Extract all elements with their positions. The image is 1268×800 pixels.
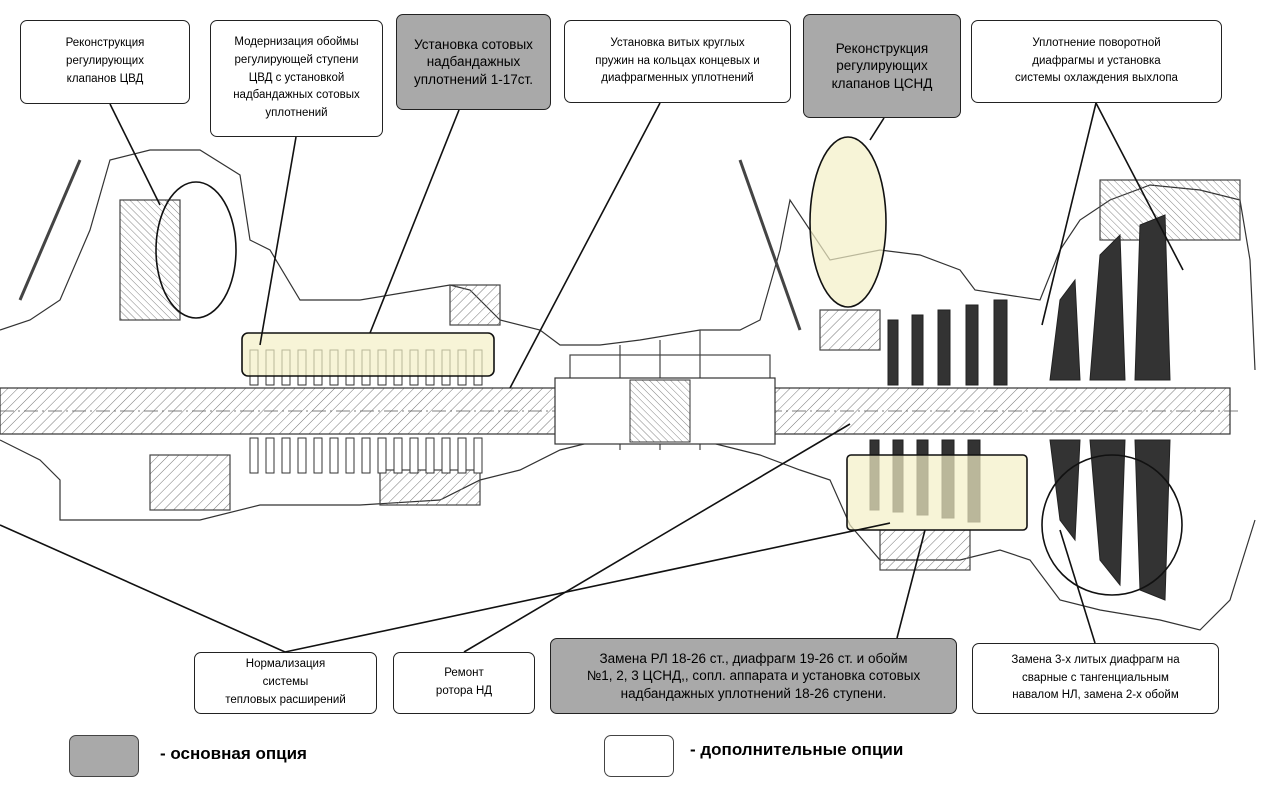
legend-main-label: - основная опция [160,744,307,763]
callout-hpc-holder: Модернизация обоймы регулирующей ступени… [210,20,383,137]
callout-hpc-valves: Реконструкция регулирующих клапанов ЦВД [20,20,190,104]
callout-thermal-expansion: Нормализация системы тепловых расширений [194,652,377,714]
legend-extra-swatch [604,735,674,777]
highlight-hpc-valves [155,181,237,319]
legend-main-swatch [69,735,139,777]
callout-cast-diaphragms: Замена 3-х литых диафрагм на сварные с т… [972,643,1219,714]
highlight-lpc-valves [809,136,887,308]
callout-rotor-repair: Ремонт ротора НД [393,652,535,714]
legend-extra-label: - дополнительные опции [690,740,904,759]
callout-blades-replacement: Замена РЛ 18-26 ст., диафрагм 19-26 ст. … [550,638,957,714]
highlight-regions [155,136,1183,596]
turbine-casing [0,149,1256,631]
callout-diaphragm-seal: Уплотнение поворотной диафрагмы и устано… [971,20,1222,103]
highlight-honeycomb-1-17 [241,332,495,377]
leader-lines [0,102,1184,653]
highlight-lpc-stages [846,454,1028,531]
rotor-shaft [0,377,1240,445]
callout-honeycomb-1-17: Установка сотовых надбандажных уплотнени… [396,14,551,110]
callout-lpc-valves: Реконструкция регулирующих клапанов ЦСНД [803,14,961,118]
callout-springs: Установка витых круглых пружин на кольца… [564,20,791,103]
highlight-cast-diaphragms [1041,454,1183,596]
